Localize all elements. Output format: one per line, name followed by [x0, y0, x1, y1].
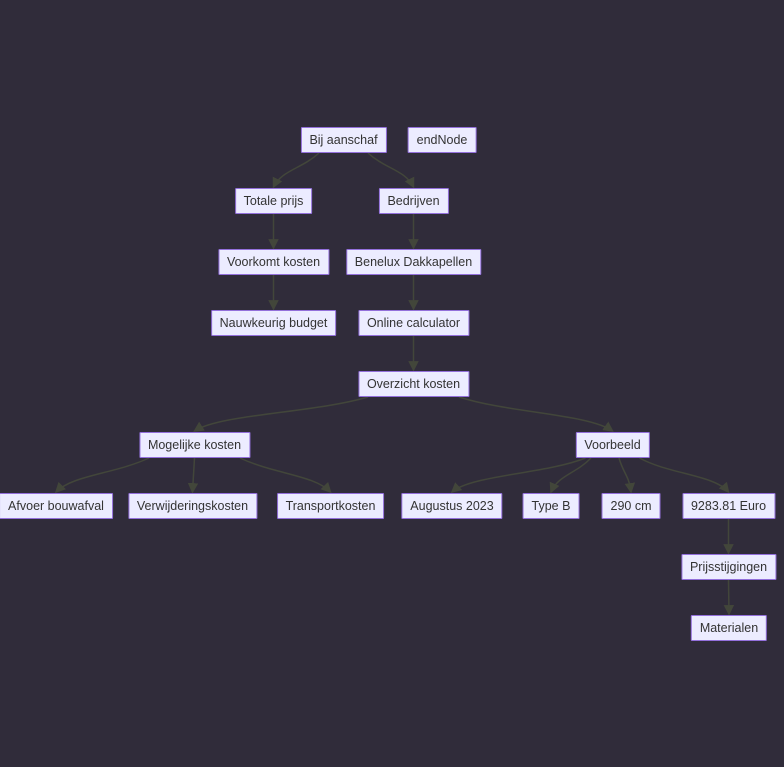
node-benelux-dakkapellen: Benelux Dakkapellen: [345, 249, 482, 275]
edge-mogelijke-kosten--transportkosten: [239, 457, 332, 494]
node-afvoer-bouwafval: Afvoer bouwafval: [0, 493, 113, 519]
edge-voorbeeld--augustus-2023: [450, 457, 586, 494]
node-online-calculator: Online calculator: [357, 310, 470, 336]
node-totale-prijs: Totale prijs: [234, 188, 313, 214]
node-nauwkeurig-budget: Nauwkeurig budget: [210, 310, 337, 336]
edge-bij-aanschaf--bedrijven: [367, 152, 415, 189]
node-augustus-2023: Augustus 2023: [401, 493, 503, 519]
edge-voorbeeld--290-cm: [618, 457, 636, 494]
edge-voorbeeld--9283-81-euro: [639, 457, 730, 494]
node-materialen: Materialen: [690, 615, 768, 641]
node-bij-aanschaf: Bij aanschaf: [300, 127, 387, 153]
node-290-cm: 290 cm: [601, 493, 661, 519]
edge-bij-aanschaf--totale-prijs: [272, 152, 320, 189]
node-prijsstijgingen: Prijsstijgingen: [680, 554, 777, 580]
node-end-node: endNode: [407, 127, 477, 153]
node-bedrijven: Bedrijven: [378, 188, 449, 214]
edge-overzicht-kosten--mogelijke-kosten: [193, 396, 369, 432]
node-verwijderingskosten: Verwijderingskosten: [127, 493, 258, 519]
node-transportkosten: Transportkosten: [276, 493, 385, 519]
node-type-b: Type B: [522, 493, 580, 519]
edge-overzicht-kosten--voorbeeld: [458, 396, 614, 432]
edge-prijsstijgingen--materialen: [723, 579, 735, 616]
node-9283-81-euro: 9283.81 Euro: [681, 493, 776, 519]
edge-mogelijke-kosten--verwijderingskosten: [187, 457, 199, 494]
node-voorkomt-kosten: Voorkomt kosten: [217, 249, 330, 275]
edge-voorbeeld--type-b: [549, 457, 592, 494]
node-overzicht-kosten: Overzicht kosten: [357, 371, 470, 397]
edge-mogelijke-kosten--afvoer-bouwafval: [54, 457, 150, 494]
node-voorbeeld: Voorbeeld: [575, 432, 650, 458]
node-mogelijke-kosten: Mogelijke kosten: [138, 432, 251, 458]
